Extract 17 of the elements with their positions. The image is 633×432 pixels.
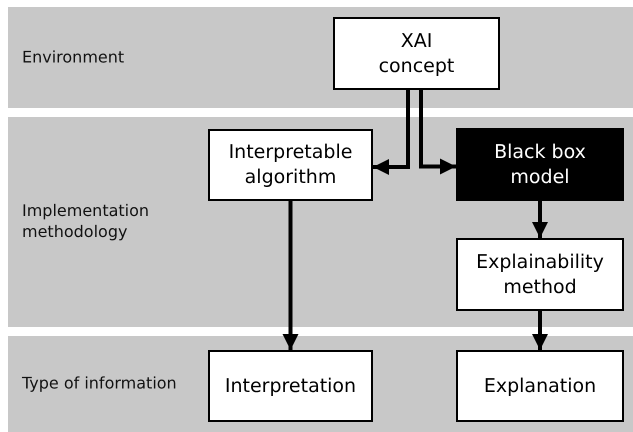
dark-process-box: Black box model [456, 128, 624, 201]
band-background [8, 117, 633, 327]
process-box: Explainability method [456, 238, 624, 311]
band-label: Implementation methodology [22, 201, 150, 243]
process-box: XAI concept [333, 17, 500, 90]
arrow [282, 201, 298, 350]
band-label: Environment [22, 47, 126, 68]
arrow [532, 201, 548, 238]
process-box: Interpretable algorithm [208, 129, 373, 201]
arrow [373, 90, 410, 175]
arrow [532, 311, 548, 350]
band-background [8, 336, 633, 432]
arrow [419, 90, 456, 174]
band-label: Type of information [22, 374, 178, 394]
process-box: Interpretation [208, 350, 373, 422]
process-box: Explanation [456, 350, 624, 422]
band-background [8, 7, 633, 108]
